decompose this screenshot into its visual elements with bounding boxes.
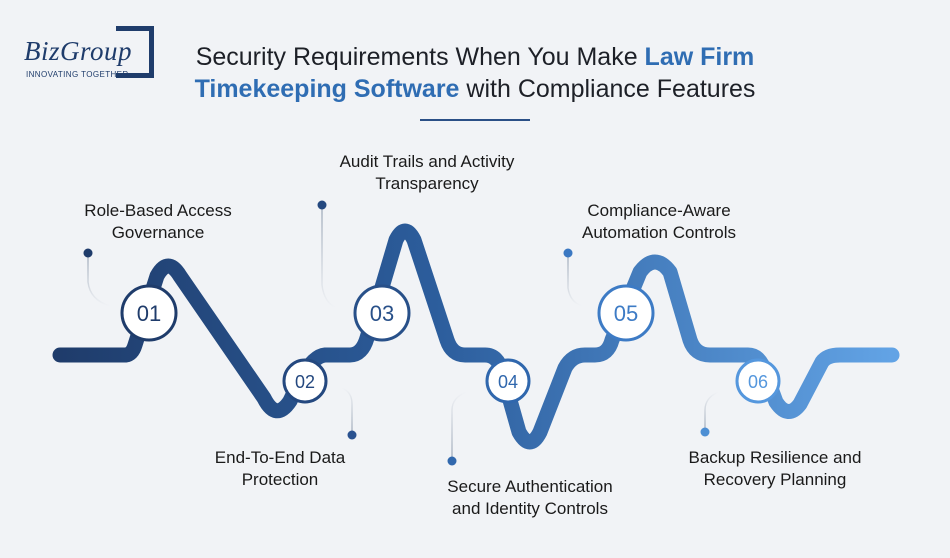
step-label-02-line1: End-To-End Data (214, 448, 346, 467)
step-badge-04: 04 (485, 358, 531, 404)
step-number-03: 03 (370, 301, 394, 326)
step-label-02-line2: Protection (241, 470, 319, 489)
step-badge-05: 05 (597, 284, 655, 342)
connector-dot-04 (447, 456, 457, 466)
logo-wordmark: BizGroup (24, 36, 135, 67)
step-label-03: Audit Trails and Activity Transparency (312, 151, 542, 195)
wave-path (52, 223, 900, 450)
step-number-06: 06 (748, 372, 768, 392)
step-label-01-line2: Governance (111, 223, 205, 242)
step-label-05: Compliance-Aware Automation Controls (554, 200, 764, 244)
title-highlight: Law Firm Timekeeping Software (194, 43, 755, 103)
step-badge-02: 02 (282, 358, 328, 404)
step-number-02: 02 (295, 372, 315, 392)
step-label-03-line1: Audit Trails and Activity (339, 152, 515, 171)
step-label-05-line1: Compliance-Aware (587, 201, 731, 220)
step-label-04-line2: and Identity Controls (452, 499, 608, 518)
step-label-04-line1: Secure Authentication (447, 477, 613, 496)
step-label-01: Role-Based Access Governance (58, 200, 258, 244)
connector-dot-06 (700, 427, 710, 437)
connector-dot-05 (563, 248, 573, 258)
step-label-05-line2: Automation Controls (581, 223, 737, 242)
step-label-06: Backup Resilience and Recovery Planning (665, 447, 885, 491)
connector-dot-01 (83, 248, 93, 258)
step-label-06-line1: Backup Resilience and (688, 448, 862, 467)
title-part1: Security Requirements When You Make (195, 43, 645, 71)
step-badge-03: 03 (353, 284, 411, 342)
page-title: Security Requirements When You Make Law … (150, 41, 800, 105)
step-badge-06: 06 (735, 358, 781, 404)
step-number-01: 01 (137, 301, 161, 326)
connector-dot-03 (317, 200, 327, 210)
step-number-05: 05 (614, 301, 638, 326)
step-number-04: 04 (498, 372, 518, 392)
title-underline (420, 119, 530, 121)
step-label-02: End-To-End Data Protection (180, 447, 380, 491)
logo-frame (116, 26, 154, 78)
step-label-01-line1: Role-Based Access (84, 201, 232, 220)
step-label-06-line2: Recovery Planning (703, 470, 847, 489)
step-label-03-line2: Transparency (375, 174, 479, 193)
step-badge-01: 01 (120, 284, 178, 342)
connector-dot-02 (347, 430, 357, 440)
bizgroup-logo: BizGroup INNOVATING TOGETHER (24, 24, 158, 82)
logo-tagline: INNOVATING TOGETHER (26, 70, 129, 79)
connectors (83, 200, 719, 466)
title-part2: with Compliance Features (459, 75, 756, 103)
step-label-04: Secure Authentication and Identity Contr… (420, 476, 640, 520)
